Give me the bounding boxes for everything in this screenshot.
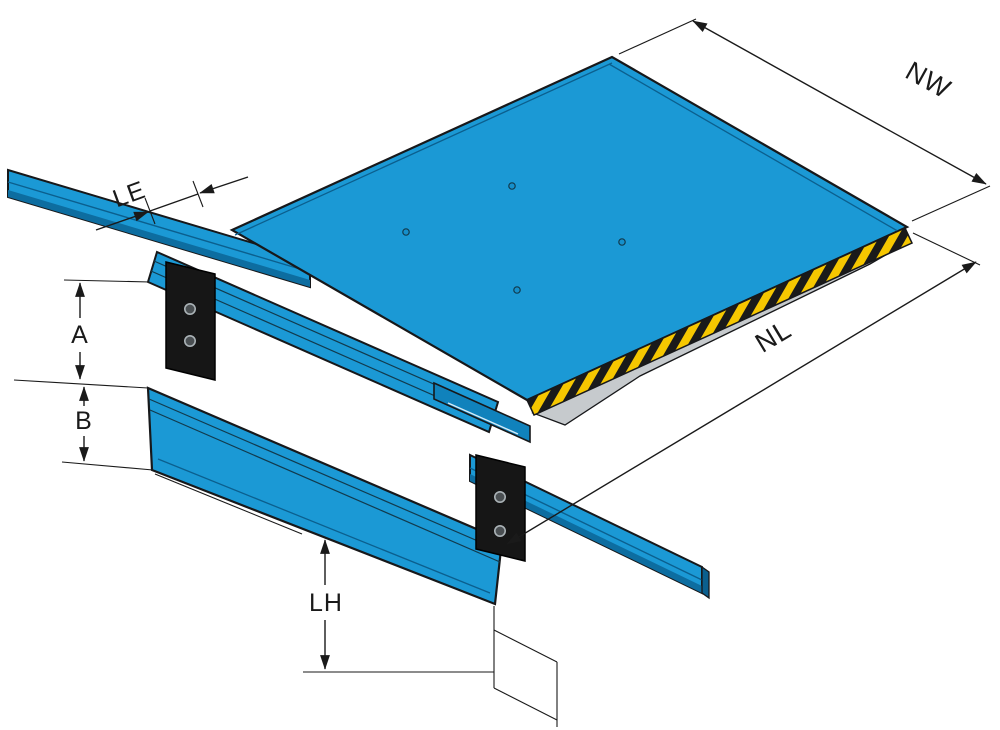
bolt-head [184,302,197,315]
ref-line-lower-frame-bottom [61,461,154,471]
dimension-label-b: B [75,407,93,435]
bracket-plate [475,454,526,562]
lower-deck-surface [146,386,504,606]
nl-dimension-line [506,406,736,545]
ref-line-pit-floor [154,473,303,535]
dimension-nw [618,18,991,222]
dimension-label-nl: NL [750,314,797,359]
dimension-label-nw: NW [901,56,957,105]
wall-bracket-upper [165,261,216,381]
dimension-le [95,176,249,231]
lip-channel-profile [433,381,531,444]
bolt-head [493,524,506,537]
bolt-head [493,490,506,503]
lower-leveler [146,386,504,606]
weld-dot [402,228,410,236]
rail-right-end-cap [701,565,710,600]
rail-right-underside [470,474,702,593]
upper-deck-surface [229,55,910,402]
dimension-label-a: A [71,321,89,349]
bracket-plate [165,261,216,381]
hazard-stripe-edge [526,227,913,416]
dimension-nl [506,232,981,545]
nw-dimension-line [837,101,987,185]
lower-hinge-line [149,409,501,563]
nw-extension-line [911,185,991,222]
nl-extension-line [912,232,981,266]
dock-curb-top-edge [493,629,558,663]
ref-line-upper-frame-bottom [63,279,151,283]
upper-deck-left-edge-line [234,62,613,236]
lip-channel-highlight [447,402,519,435]
lower-hinge-line [148,398,502,552]
reference-lines [13,279,558,727]
dimension-label-lh: LH [309,589,343,617]
le-dimension-line [199,176,249,194]
weld-dot [508,182,516,190]
curb-angle-rail-left [7,168,311,289]
rail-left-fold-line [7,181,311,273]
rail-left-underside [8,190,310,287]
nl-dimension-line [734,261,977,408]
nw-extension-line [618,18,697,55]
lower-lip-fold-line [157,458,491,594]
weld-dot [513,286,521,294]
le-dimension-line [95,211,149,231]
ref-line-gap [13,379,149,389]
weld-dot [618,238,626,246]
bolt-head [184,334,197,347]
dock-curb-bottom-edge [493,687,558,721]
le-span-line [149,193,199,212]
upper-deck-rear-edge-line [608,63,902,234]
curb-angle-rail-right [469,453,710,600]
wall-bracket-lower [475,454,526,562]
nw-dimension-line [692,20,839,103]
upper-leveler [146,55,913,444]
